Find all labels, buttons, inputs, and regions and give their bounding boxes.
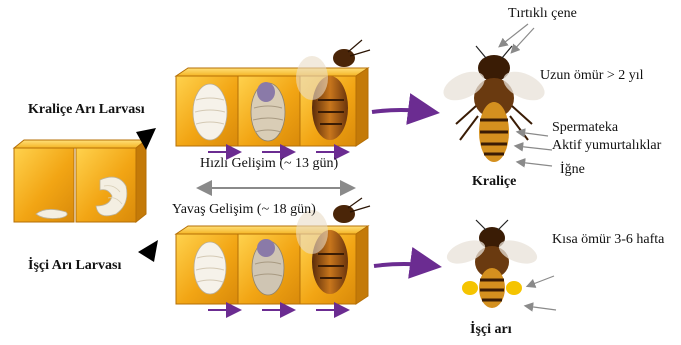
- slow-development-label: Yavaş Gelişim (~ 18 gün): [172, 202, 316, 218]
- worker-trait-pointer: [528, 276, 554, 286]
- queen-result-arrow: [372, 110, 432, 112]
- mandible-pointer: [512, 28, 534, 52]
- sting-label: İğne: [560, 162, 585, 178]
- worker-bee-icon: [444, 220, 540, 308]
- mandible-label: Tırtıklı çene: [508, 6, 577, 22]
- fast-development-label: Hızlı Gelişim (~ 13 gün): [200, 156, 338, 172]
- larva-comb: [14, 140, 146, 222]
- spermatheca-label: Spermateka: [552, 120, 618, 136]
- queen-lifespan-label: Uzun ömür > 2 yıl: [540, 68, 644, 84]
- pupa-dark-icon: [251, 82, 285, 141]
- queen-development-comb: [176, 40, 370, 152]
- worker-larva-label: İşçi Arı Larvası: [28, 258, 121, 274]
- worker-lifespan-label: Kısa ömür 3-6 hafta: [552, 232, 664, 248]
- queen-label: Kraliçe: [472, 174, 516, 190]
- worker-trait-pointer: [526, 306, 556, 310]
- queen-bee-icon: [439, 46, 549, 162]
- worker-pointer-icon: [138, 240, 158, 262]
- ovaries-pointer: [516, 146, 552, 150]
- worker-result-arrow: [374, 264, 434, 266]
- queen-larva-label: Kraliçe Arı Larvası: [28, 102, 145, 118]
- ovaries-label: Aktif yumurtalıklar: [552, 138, 661, 154]
- pupa-white-icon: [194, 242, 226, 294]
- sting-pointer: [518, 162, 552, 166]
- pupa-white-icon: [193, 84, 227, 140]
- mandible-pointer: [500, 24, 528, 46]
- worker-label: İşçi arı: [470, 322, 512, 338]
